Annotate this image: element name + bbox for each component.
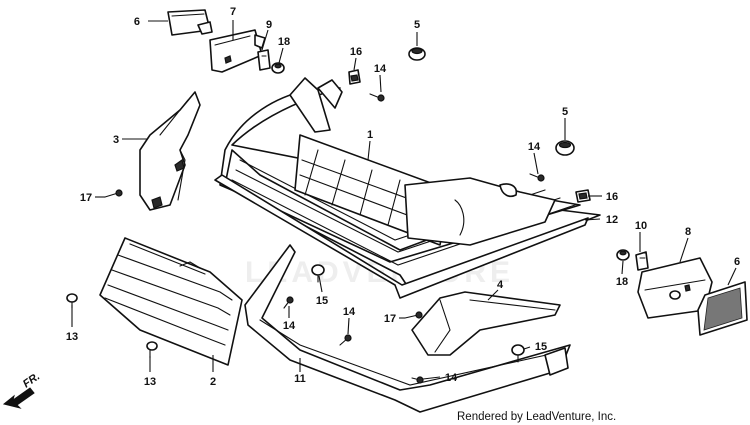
left-side-panel-part [139, 91, 201, 211]
callout-14: 14 [283, 320, 296, 332]
louver-grille-part [99, 237, 243, 366]
callout-8: 8 [685, 226, 691, 238]
callout-17: 17 [384, 313, 396, 325]
leader-lines [71, 20, 737, 380]
fasteners [66, 47, 649, 384]
callout-3: 3 [113, 134, 119, 146]
callout-16: 16 [606, 191, 618, 203]
callout-labels: 6 7 9 18 5 16 14 1 3 5 14 16 12 10 8 6 1… [66, 6, 740, 388]
callout-7: 7 [230, 6, 236, 18]
molding-strip-part [214, 174, 589, 299]
upper-bracket-part [209, 29, 266, 73]
callout-10: 10 [635, 220, 647, 232]
callout-13: 13 [144, 376, 156, 388]
callout-5: 5 [562, 106, 568, 118]
callout-14: 14 [528, 141, 541, 153]
callout-14: 14 [445, 372, 458, 384]
lower-bumper-part [244, 244, 571, 413]
callout-14: 14 [343, 306, 356, 318]
callout-6: 6 [134, 16, 140, 28]
marker-lens-part [697, 281, 748, 336]
callout-17: 17 [80, 192, 92, 204]
callout-5: 5 [414, 19, 420, 31]
callout-18: 18 [616, 276, 628, 288]
callout-15: 15 [535, 341, 547, 353]
callout-2: 2 [210, 376, 216, 388]
marker-lamp-part [637, 257, 713, 319]
arrow-icon [2, 387, 35, 409]
callout-15: 15 [316, 295, 328, 307]
lens-top-part [167, 9, 213, 36]
render-credit: Rendered by LeadVenture, Inc. [457, 411, 616, 423]
callout-1: 1 [367, 129, 373, 141]
callout-18: 18 [278, 36, 290, 48]
right-side-panel-part [411, 291, 561, 356]
callout-13: 13 [66, 331, 78, 343]
callout-12: 12 [606, 214, 618, 226]
callout-11: 11 [294, 373, 306, 385]
callout-16: 16 [350, 46, 362, 58]
direction-label: FR. [21, 370, 42, 390]
callout-14: 14 [374, 63, 387, 75]
callout-4: 4 [497, 279, 504, 291]
front-direction-indicator: FR. [2, 370, 42, 409]
callout-6: 6 [734, 256, 740, 268]
callout-9: 9 [266, 19, 272, 31]
